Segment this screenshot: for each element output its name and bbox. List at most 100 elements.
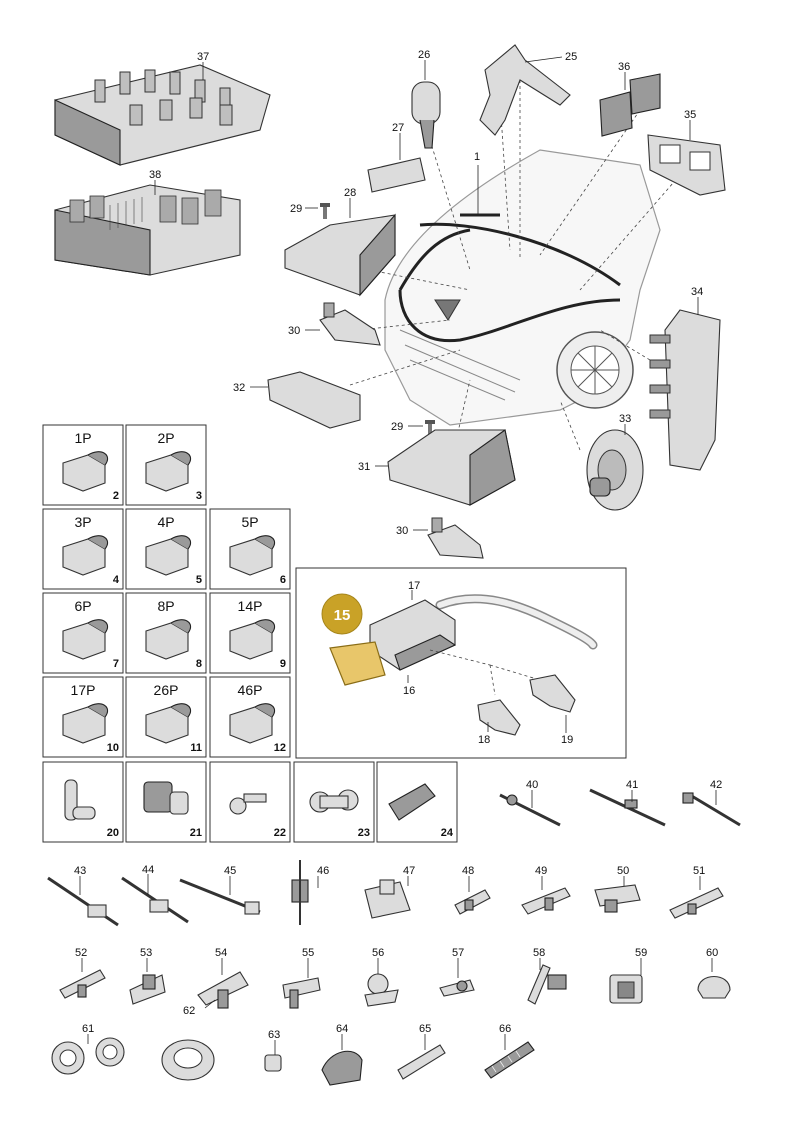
clip-52 bbox=[59, 958, 106, 999]
callout-46: 46 bbox=[317, 865, 329, 877]
cable-tie-43 bbox=[47, 876, 119, 927]
connector-box-4: 3P 4 bbox=[42, 508, 124, 590]
connector-part-number: 11 bbox=[190, 742, 202, 754]
fitting-part-number: 20 bbox=[107, 827, 119, 839]
callout-33: 33 bbox=[619, 413, 631, 425]
callout-18: 18 bbox=[478, 734, 490, 746]
callout-29-lower: 29 bbox=[391, 421, 403, 433]
grommet-63 bbox=[264, 1040, 282, 1072]
clip-51 bbox=[669, 876, 724, 919]
fitting-part-number: 23 bbox=[358, 827, 370, 839]
plug-60 bbox=[697, 958, 731, 999]
badge-15-number: 15 bbox=[334, 607, 351, 624]
callout-30-lower: 30 bbox=[396, 525, 408, 537]
connector-box-8: 8P 8 bbox=[125, 592, 207, 674]
connector-pin-count: 1P bbox=[74, 430, 91, 446]
callout-59: 59 bbox=[635, 947, 647, 959]
connector-part-number: 12 bbox=[274, 742, 286, 754]
callout-35: 35 bbox=[684, 109, 696, 121]
connector-box-6: 5P6 bbox=[209, 508, 291, 590]
callout-36: 36 bbox=[618, 61, 630, 73]
clip-54 bbox=[197, 958, 249, 1009]
connector-part-number: 8 bbox=[196, 658, 202, 670]
part-34 bbox=[649, 297, 721, 471]
callout-50: 50 bbox=[617, 865, 629, 877]
grommet-33 bbox=[586, 424, 644, 511]
cable-tie-41 bbox=[589, 788, 666, 827]
callout-58: 58 bbox=[533, 947, 545, 959]
callout-66: 66 bbox=[499, 1023, 511, 1035]
callout-55: 55 bbox=[302, 947, 314, 959]
clip-48 bbox=[454, 876, 491, 915]
callout-49: 49 bbox=[535, 865, 547, 877]
callout-32: 32 bbox=[233, 382, 245, 394]
clip-47 bbox=[364, 876, 411, 919]
connector-repair-set-box bbox=[295, 567, 627, 759]
part-27 bbox=[367, 133, 426, 193]
callout-31: 31 bbox=[358, 461, 370, 473]
connector-box-5: 4P 5 bbox=[125, 508, 207, 590]
cable-tie-40 bbox=[499, 790, 561, 827]
connector-part-number: 4 bbox=[113, 574, 120, 586]
clip-46 bbox=[291, 860, 319, 925]
clip-57 bbox=[439, 958, 475, 997]
callout-34: 34 bbox=[691, 286, 703, 298]
clip-55 bbox=[282, 958, 321, 1009]
connector-box-7: 6P7 bbox=[42, 592, 124, 674]
callout-27: 27 bbox=[392, 122, 404, 134]
clip-56 bbox=[364, 958, 399, 1007]
callout-53: 53 bbox=[140, 947, 152, 959]
cable-tie-45 bbox=[179, 876, 261, 915]
clip-50 bbox=[594, 876, 641, 913]
connector-box-11: 26P 11 bbox=[125, 676, 207, 758]
callout-56: 56 bbox=[372, 947, 384, 959]
callout-28: 28 bbox=[344, 187, 356, 199]
clip-49 bbox=[521, 876, 571, 915]
connector-pin-count: 5P bbox=[241, 514, 258, 530]
connector-part-number: 2 bbox=[113, 490, 119, 502]
callout-61: 61 bbox=[82, 1023, 94, 1035]
callout-54: 54 bbox=[215, 947, 227, 959]
connector-pin-count: 6P bbox=[74, 598, 91, 614]
fuse-carrier-37 bbox=[54, 62, 271, 166]
fitting-box-21: 21 bbox=[125, 761, 207, 843]
cable-tie-42 bbox=[682, 790, 741, 827]
callout-62: 62 bbox=[183, 1005, 195, 1017]
callout-29-upper: 29 bbox=[290, 203, 302, 215]
callout-41: 41 bbox=[626, 779, 638, 791]
callout-63: 63 bbox=[268, 1029, 280, 1041]
callout-48: 48 bbox=[462, 865, 474, 877]
bracket-30-lower bbox=[413, 517, 484, 559]
connector-pin-count: 46P bbox=[238, 682, 263, 698]
callout-42: 42 bbox=[710, 779, 722, 791]
fuse-box-38 bbox=[54, 180, 241, 276]
fitting-part-number: 21 bbox=[190, 827, 202, 839]
connector-pin-count: 3P bbox=[74, 514, 91, 530]
sleeve-65 bbox=[397, 1034, 446, 1080]
connector-pin-count: 4P bbox=[157, 514, 174, 530]
part-26 bbox=[411, 60, 441, 149]
connector-pin-count: 14P bbox=[238, 598, 263, 614]
connector-part-number: 3 bbox=[196, 490, 202, 502]
fitting-part-number: 24 bbox=[441, 827, 454, 839]
connector-box-3: 2P3 bbox=[125, 424, 207, 506]
connector-pin-count: 26P bbox=[154, 682, 179, 698]
callout-65: 65 bbox=[419, 1023, 431, 1035]
callout-47: 47 bbox=[403, 865, 415, 877]
screw-29-upper bbox=[305, 203, 330, 219]
callout-52: 52 bbox=[75, 947, 87, 959]
vehicle-outline bbox=[384, 149, 661, 426]
connector-part-number: 5 bbox=[196, 574, 202, 586]
part-28 bbox=[284, 198, 396, 297]
callout-64: 64 bbox=[336, 1023, 348, 1035]
clip-58 bbox=[527, 958, 567, 1005]
callout-57: 57 bbox=[452, 947, 464, 959]
connector-pin-count: 8P bbox=[157, 598, 174, 614]
part-31 bbox=[375, 429, 516, 506]
part-32 bbox=[250, 371, 361, 429]
bracket-30-upper bbox=[305, 302, 381, 346]
